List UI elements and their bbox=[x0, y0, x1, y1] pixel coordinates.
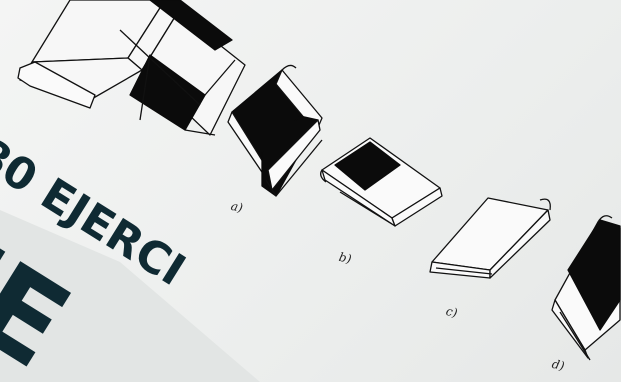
figure-b bbox=[321, 138, 442, 226]
figure-d bbox=[552, 216, 620, 360]
figure-a bbox=[228, 65, 322, 196]
figure-c bbox=[430, 198, 550, 278]
open-box-figure bbox=[18, 0, 245, 135]
